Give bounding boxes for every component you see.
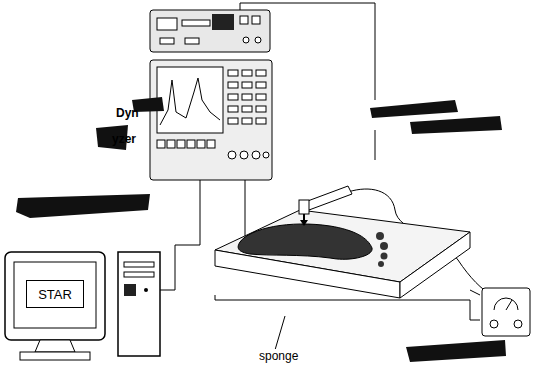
impact-hammer	[299, 186, 352, 226]
signal-conditioner	[482, 288, 530, 336]
computer	[5, 252, 160, 360]
redaction-smears	[16, 97, 506, 362]
instrument-label-fragment: yzer	[112, 132, 136, 146]
screen-text: STAR	[38, 287, 72, 302]
dynamic-analyzer	[150, 60, 272, 180]
sponge-slab	[215, 210, 470, 298]
part-label: sponge	[258, 349, 299, 363]
signal-generator	[150, 10, 270, 52]
monitor-screen-label: STAR	[26, 280, 84, 308]
instrument-label-fragment: Dyn	[116, 106, 139, 120]
